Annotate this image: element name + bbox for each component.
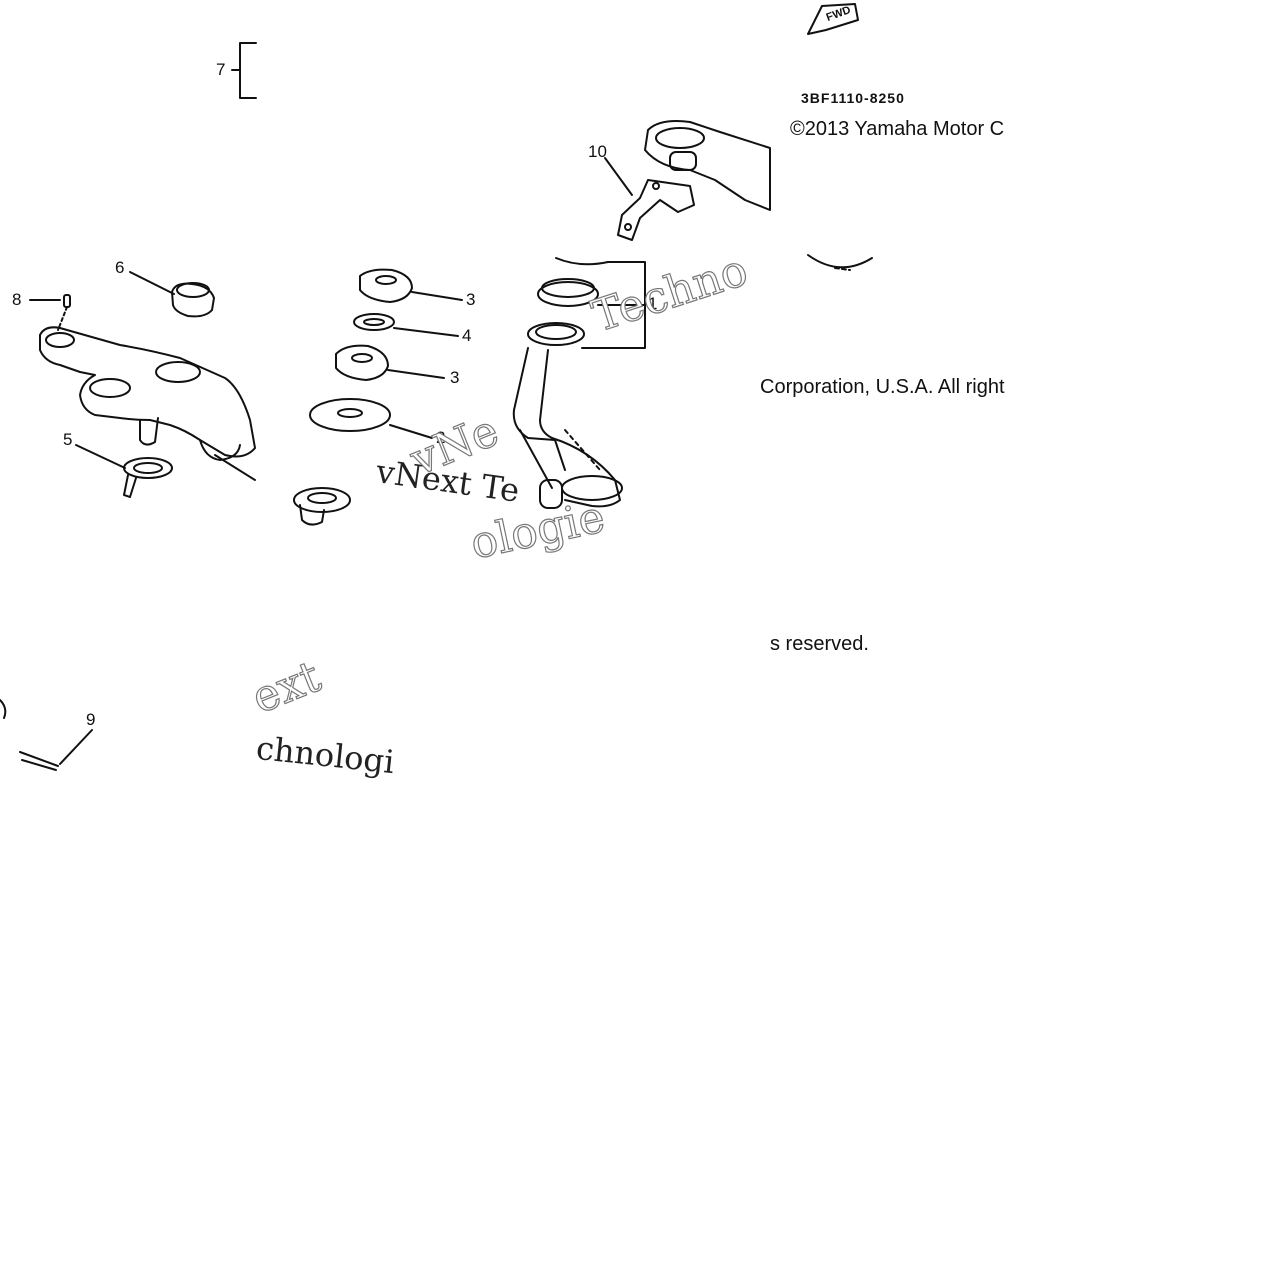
part-6-cap-nut xyxy=(129,271,215,318)
callout-3-upper: 3 xyxy=(466,290,476,309)
callout-8: 8 xyxy=(12,290,22,309)
part-3-ring-nut-upper xyxy=(359,268,463,303)
callout-4: 4 xyxy=(462,326,472,345)
copyright-line-1: ©2013 Yamaha Motor C xyxy=(790,118,1005,140)
part-8-pin xyxy=(29,294,71,331)
top-right-yoke-part xyxy=(644,120,873,271)
part-code: 3BF1110-8250 xyxy=(801,90,905,106)
under-bracket-stem xyxy=(512,347,623,509)
copyright-line-2: Corporation, U.S.A. All right xyxy=(760,376,1005,398)
callout-9: 9 xyxy=(86,710,96,729)
callout-2: 2 xyxy=(436,428,446,447)
callout-7-bracket xyxy=(231,42,257,99)
part-5-clamp xyxy=(75,444,173,498)
upper-bracket-part xyxy=(39,326,256,481)
copyright-line-3: s reserved. xyxy=(770,633,869,655)
fwd-arrow-icon xyxy=(807,3,859,35)
part-10-bracket xyxy=(604,157,695,241)
bearing-seat-part xyxy=(293,487,351,526)
bearing-set xyxy=(527,257,646,349)
part-3-ring-nut-lower xyxy=(335,344,445,381)
callout-10: 10 xyxy=(588,142,607,161)
callout-3-lower: 3 xyxy=(450,368,460,387)
callout-5: 5 xyxy=(63,430,73,449)
callout-7: 7 xyxy=(216,60,226,79)
part-4-washer xyxy=(353,313,459,337)
part-2-cover xyxy=(309,398,433,439)
callout-6: 6 xyxy=(115,258,125,277)
part-9-bolt xyxy=(0,699,93,771)
callout-1: 1 xyxy=(648,294,658,313)
